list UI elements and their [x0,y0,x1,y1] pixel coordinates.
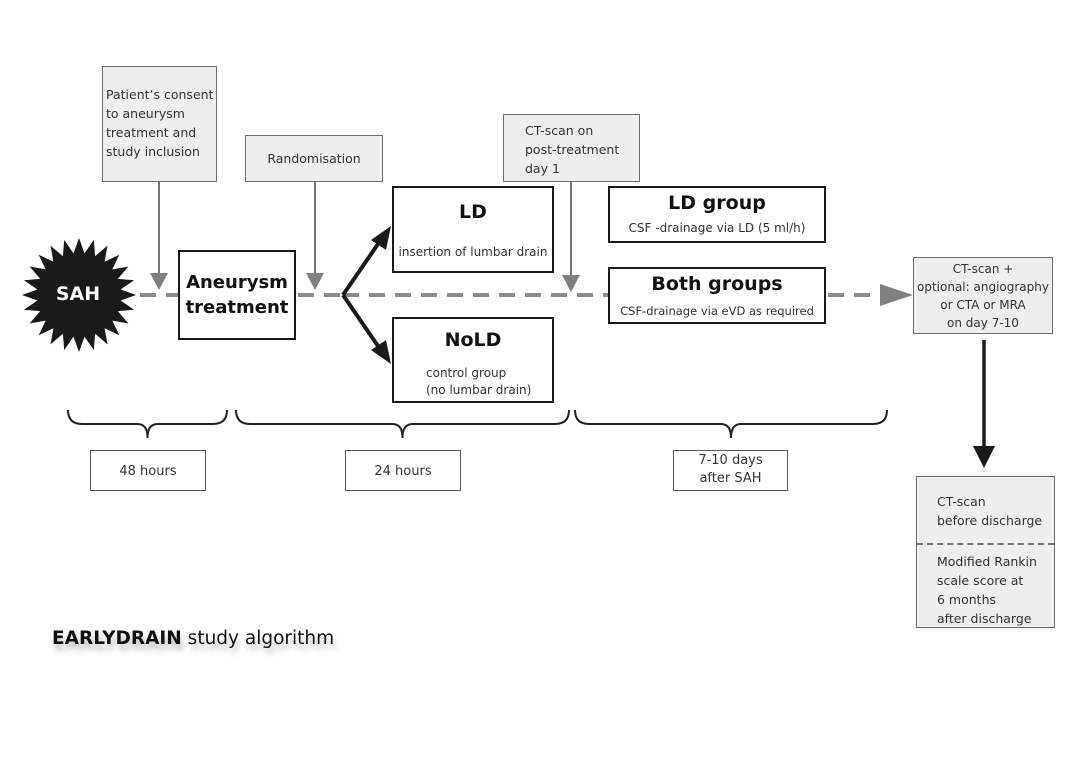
ct-day1-arrow [562,182,580,292]
sah-starburst-icon [22,238,136,352]
discharge-box: CT-scan before discharge Modified Rankin… [916,476,1055,628]
randomisation-arrow [306,182,324,290]
discharge-divider [917,543,1054,545]
aneurysm-treatment-node: Aneurysm treatment [178,250,296,340]
diagram-title-rest: study algorithm [181,628,335,649]
timeline-brace-7-10d [574,409,888,439]
timeline-box-48h: 48 hours [90,450,206,491]
timeline-brace-24h [235,409,570,439]
ld-title: LD [459,201,487,223]
ct-day1-text: CT-scan on post-treatment day 1 [525,123,620,176]
discharge-rankin-text: Modified Rankin scale score at 6 months … [937,554,1037,626]
sah-label: SAH [55,283,101,305]
diagram-title-bold: EARLYDRAIN [52,628,182,649]
timeline-label-7-10d: 7-10 days after SAH [698,453,763,486]
timeline-label-24h: 24 hours [374,464,432,479]
timeline-box-7-10d: 7-10 days after SAH [673,450,788,491]
both-groups-title: Both groups [651,273,783,295]
ld-group-node: LD group CSF -drainage via LD (5 ml/h) [608,186,826,243]
timeline-box-24h: 24 hours [345,450,461,491]
ct-day1-box: CT-scan on post-treatment day 1 [503,114,640,182]
timeline-label-48h: 48 hours [119,464,177,479]
down-arrow-to-discharge [973,340,995,468]
branch-arrow-nold [341,293,391,364]
randomisation-text: Randomisation [267,151,361,166]
nold-title: NoLD [444,329,502,351]
consent-text: Patient’s consent to aneurysm treatment … [106,87,214,159]
consent-box: Patient’s consent to aneurysm treatment … [102,66,217,182]
both-groups-subtitle: CSF-drainage via eVD as required [620,304,814,318]
aneurysm-treatment-label: Aneurysm treatment [185,272,289,318]
timeline-brace-48h [67,409,228,439]
consent-arrow [150,182,168,290]
both-groups-node: Both groups CSF-drainage via eVD as requ… [608,267,826,324]
nold-subtitle: control group (no lumbar drain) [426,366,532,397]
randomisation-box: Randomisation [245,135,383,182]
ld-node: LD insertion of lumbar drain [392,186,554,273]
diagram-title: EARLYDRAIN study algorithm [52,628,334,649]
ld-group-subtitle: CSF -drainage via LD (5 ml/h) [628,221,806,235]
discharge-ct-text: CT-scan before discharge [937,494,1043,528]
nold-node: NoLD control group (no lumbar drain) [392,317,554,403]
arrowhead-to-ct-day7-icon [880,284,913,306]
ld-subtitle: insertion of lumbar drain [398,245,548,259]
ct-day7-10-box: CT-scan + optional: angiography or CTA o… [913,257,1053,334]
ld-group-title: LD group [668,192,766,214]
branch-arrow-ld [341,226,391,297]
ct-day7-10-text: CT-scan + optional: angiography or CTA o… [917,262,1049,330]
